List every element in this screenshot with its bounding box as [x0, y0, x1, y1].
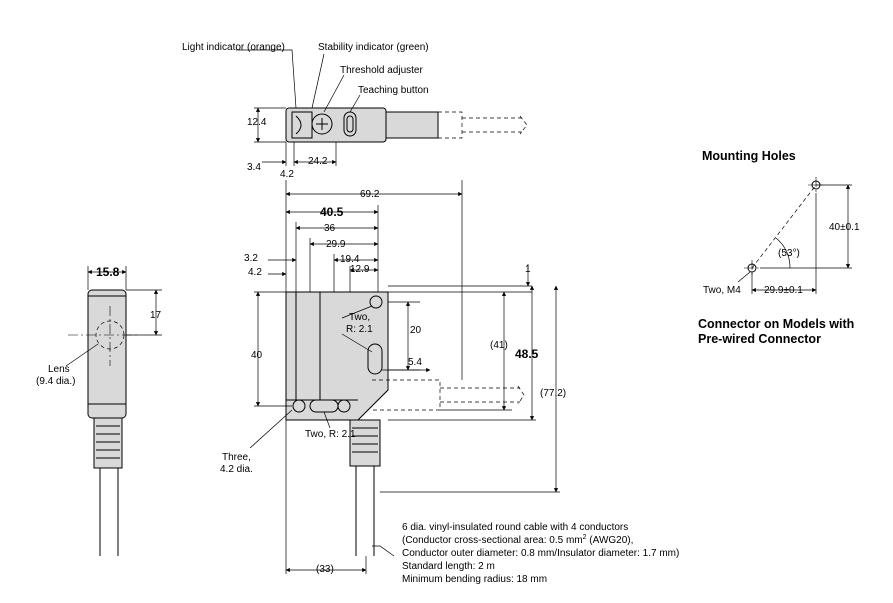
lens-dia-label: (9.4 dia.) — [36, 376, 75, 387]
connector-title-line2: Pre-wired Connector — [698, 332, 821, 346]
top-dim-height: 12.4 — [247, 117, 267, 128]
threshold-adjuster-label: Threshold adjuster — [340, 65, 423, 76]
mounting-holes: Mounting Holes 40±0.1 29.9±0.1 (53°) Two… — [702, 149, 860, 296]
dim-total: 69.2 — [360, 189, 380, 200]
mounting-dim-29-9: 29.9±0.1 — [764, 285, 803, 296]
stability-indicator-leader — [311, 53, 325, 109]
light-indicator-leader — [236, 49, 297, 109]
connector-title-line1: Connector on Models with — [698, 317, 854, 331]
cable-note-line5: Minimum bending radius: 18 mm — [402, 574, 547, 585]
light-indicator-icon — [295, 115, 302, 135]
mounting-holes-title: Mounting Holes — [702, 149, 796, 163]
dim-1: 1 — [525, 264, 531, 275]
dim-36: 36 — [324, 223, 336, 234]
mount-hole-bottom-left — [292, 399, 306, 413]
connector-section: Connector on Models with Pre-wired Conne… — [698, 317, 854, 346]
dim-4-2: 4.2 — [248, 267, 262, 278]
cable-note-line1: 6 dia. vinyl-insulated round cable with … — [402, 522, 628, 533]
front-view-body — [285, 291, 389, 421]
side-dim-17: 17 — [150, 310, 162, 321]
dim-48-5: 48.5 — [515, 347, 539, 361]
cable-note-line3: Conductor outer diameter: 0.8 mm/Insulat… — [402, 548, 679, 559]
dim-33: (33) — [316, 564, 334, 575]
two-r-bottom-label: Two, R: 2.1 — [305, 429, 356, 440]
two-r-top-r-label: R: 2.1 — [346, 324, 373, 335]
cable-note-line2: (Conductor cross-sectional area: 0.5 mm2… — [402, 534, 633, 546]
mount-hole-top — [369, 295, 383, 309]
dim-3-2: 3.2 — [244, 253, 258, 264]
dim-29-9: 29.9 — [326, 239, 346, 250]
stability-indicator-label: Stability indicator (green) — [318, 42, 429, 53]
dim-19-4: 19.4 — [340, 254, 360, 265]
mounting-dim-40: 40±0.1 — [829, 222, 860, 233]
three-holes-leader — [249, 409, 293, 449]
dim-77-2: (77.2) — [540, 388, 566, 399]
front-view: 69.2 40.5 36 29.9 19.4 12.9 3.2 4.2 40 2… — [220, 180, 566, 575]
angle-arc — [775, 237, 791, 269]
teaching-button-label: Teaching button — [358, 85, 429, 96]
dim-5-4: 5.4 — [408, 357, 422, 368]
light-indicator-window — [291, 111, 313, 139]
top-dim-left: 3.4 — [247, 162, 261, 173]
front-view-connector — [349, 419, 381, 467]
side-dim-width: 15.8 — [96, 265, 120, 279]
mount-hole-bottom-right — [337, 399, 351, 413]
cable-note-line4: Standard length: 2 m — [402, 561, 495, 572]
three-holes-label: Three, — [222, 452, 251, 463]
two-r-top-label: Two, — [349, 312, 370, 323]
top-view: Light indicator (orange) Stability indic… — [182, 42, 528, 180]
lens-label: Lens — [48, 364, 70, 375]
top-dim-width: 24.2 — [308, 156, 328, 167]
dim-41: (41) — [490, 340, 508, 351]
cable-notes: 6 dia. vinyl-insulated round cable with … — [402, 522, 679, 585]
side-view-body — [87, 289, 127, 419]
dim-20: 20 — [410, 325, 422, 336]
dim-body: 40.5 — [320, 205, 344, 219]
three-holes-dia-label: 4.2 dia. — [220, 464, 253, 475]
mounting-holes-label: Two, M4 — [703, 285, 741, 296]
top-view-connector — [385, 111, 439, 139]
top-dim-offset: 4.2 — [280, 169, 294, 180]
cable-leader — [372, 545, 395, 557]
threshold-adjuster-dial — [311, 113, 333, 135]
slot-side — [367, 343, 383, 375]
light-indicator-label: Light indicator (orange) — [182, 42, 285, 53]
dim-40: 40 — [251, 350, 263, 361]
dim-12-9: 12.9 — [350, 264, 370, 275]
side-view: 15.8 17 Lens (9.4 dia.) — [36, 265, 162, 556]
mounting-angle: (53°) — [778, 248, 800, 259]
